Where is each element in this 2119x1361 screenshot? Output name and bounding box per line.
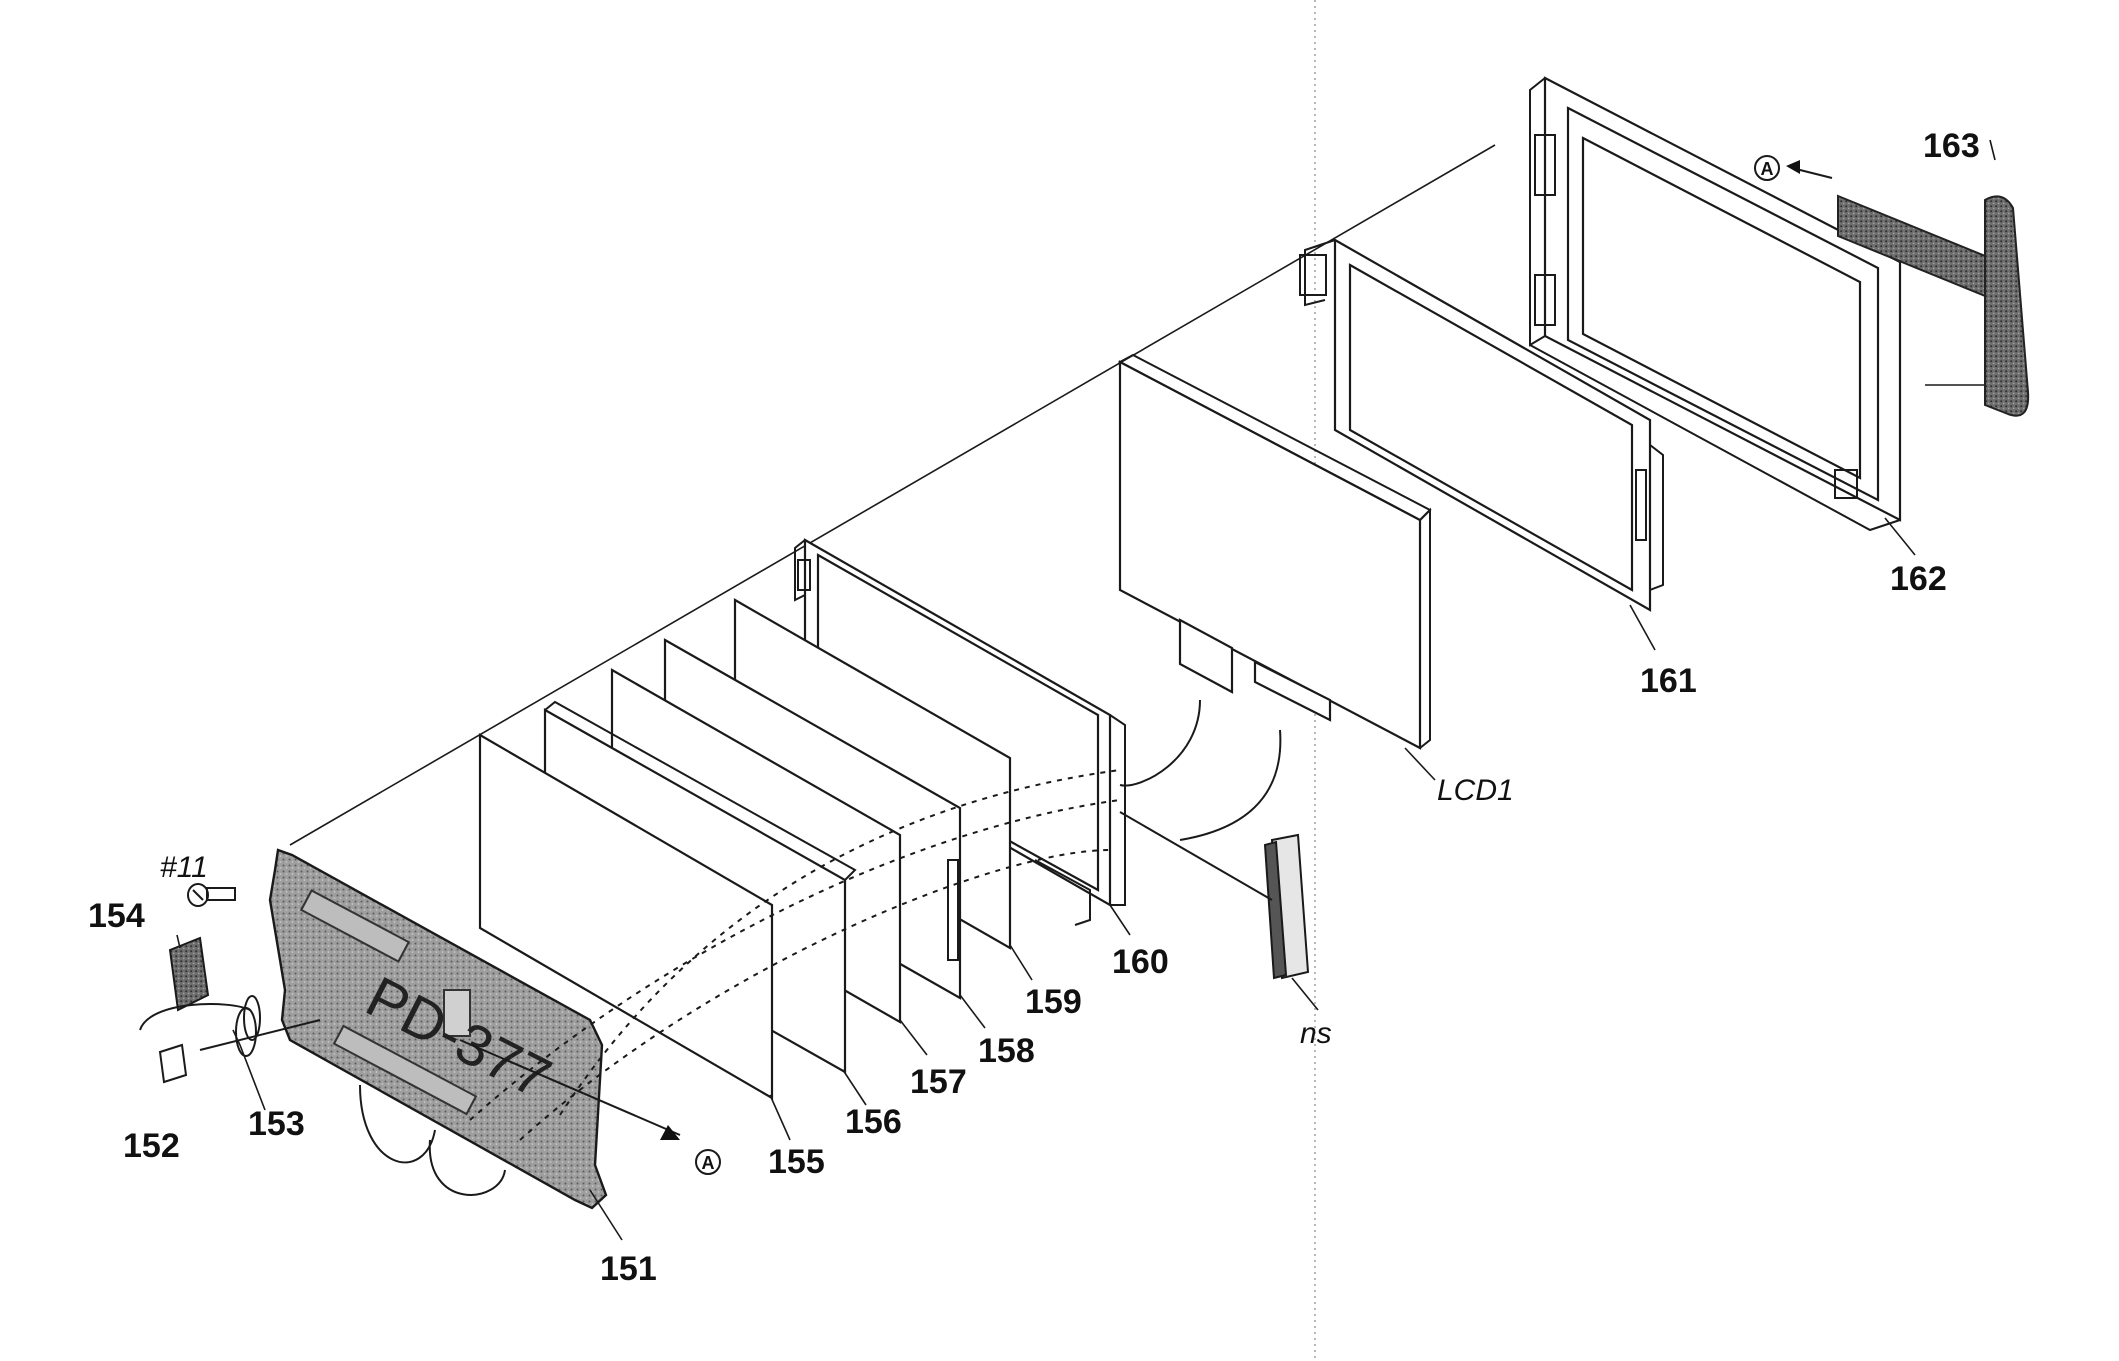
part-ns-connector <box>1119 811 1310 980</box>
part-163-gasket <box>1837 194 2030 417</box>
label-163: 163 <box>1923 127 1980 165</box>
label-154: 154 <box>88 897 145 935</box>
label-162: 162 <box>1890 560 1947 598</box>
ref-marker-left: A <box>459 1039 721 1175</box>
label-157: 157 <box>910 1063 967 1101</box>
label-ns: ns <box>1300 1017 1332 1050</box>
part-152-pad <box>158 1043 188 1084</box>
label-159: 159 <box>1025 983 1082 1021</box>
ref-marker-right: A <box>1754 155 1833 181</box>
part-154-bracket <box>168 936 210 1012</box>
screw-11 <box>187 883 236 907</box>
lcd-panel <box>1117 353 1432 841</box>
label-151: 151 <box>600 1250 657 1288</box>
label-160: 160 <box>1112 943 1169 981</box>
label-screw-11: #11 <box>160 851 208 884</box>
label-155: 155 <box>768 1143 825 1181</box>
label-152: 152 <box>123 1127 180 1165</box>
leader-lines <box>176 139 1996 1241</box>
flex-cable-paths <box>469 769 1121 1141</box>
label-158: 158 <box>978 1032 1035 1070</box>
svg-text:A: A <box>1761 159 1774 179</box>
svg-text:A: A <box>702 1153 715 1173</box>
part-151-pcb: PD-377 <box>268 848 608 1210</box>
label-lcd1: LCD1 <box>1437 774 1514 807</box>
label-156: 156 <box>845 1103 902 1141</box>
part-161-lcd-frame <box>1299 238 1664 612</box>
label-153: 153 <box>248 1105 305 1143</box>
part-153-cable-ties <box>139 995 321 1057</box>
part-162-front-frame <box>1529 76 1902 532</box>
label-161: 161 <box>1640 662 1697 700</box>
